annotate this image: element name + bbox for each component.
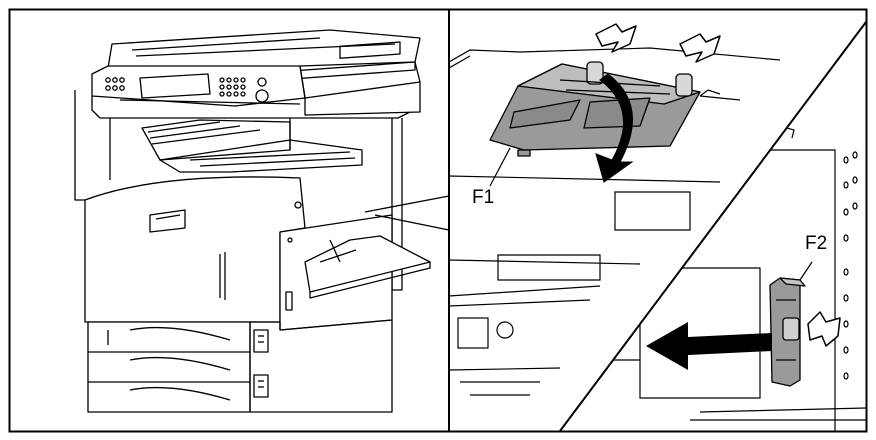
push-arrow-f2: [807, 311, 841, 347]
pull-arrow-f2: [646, 322, 772, 370]
detail-callout-lines: [364, 195, 450, 213]
leader-f1: [489, 147, 511, 187]
push-arrow-right: [679, 33, 721, 63]
push-arrow-left: [595, 23, 637, 53]
copier-machine: [74, 29, 431, 413]
part-f2: [769, 277, 806, 387]
label-f1: F1: [472, 187, 495, 208]
panel-divider-diagonal: [559, 21, 867, 432]
leader-f2: [799, 261, 813, 281]
detail-panel-f1: [449, 23, 781, 396]
removal-arrow-f1: [595, 73, 634, 183]
detail-panel-f2: [600, 125, 866, 431]
label-f2: F2: [805, 233, 828, 254]
